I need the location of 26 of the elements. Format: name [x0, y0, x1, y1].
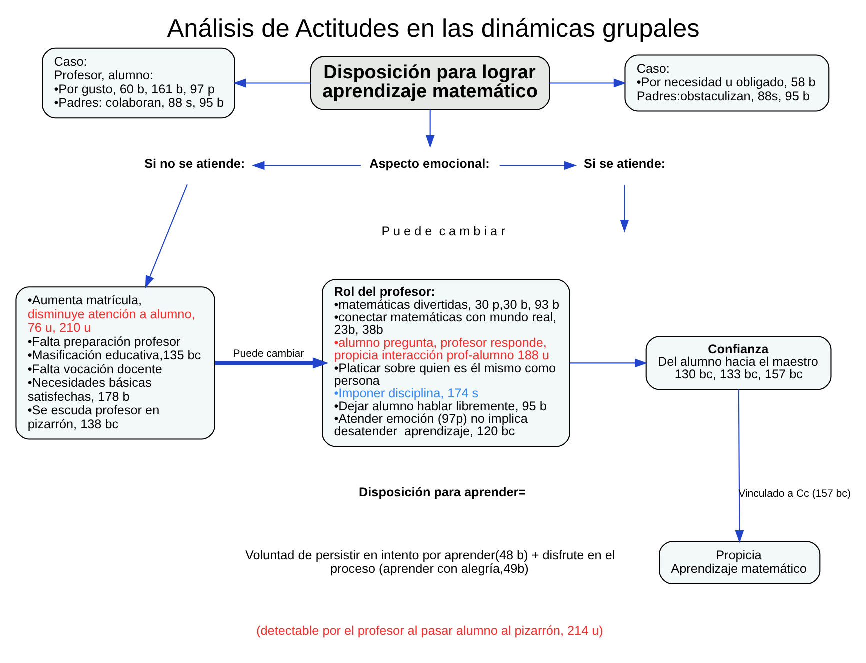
node-box: Disposición para lograr aprendizaje matemático [310, 56, 550, 110]
node-box: Rol del profesor: •matemáticas divertidas, 30 p,30 b, 93 b •conectar matemáticas con mundo real, 23b, 38b •alumno pregunta, profesor responde, propicia interacción prof-alumno 188 u •Platicar sobre quien es él mismo como persona •Imponer disciplina, 174 s •Dejar alumno hablar libremente, 95 b •Atender emoción (97p) no implica desatender aprendizaje, 120 bc [322, 279, 570, 448]
arrow [144, 184, 188, 289]
arrow [569, 358, 648, 368]
node-box: Caso: •Por necesidad u obligado, 58 b Padres:obstaculizan, 88s, 95 b [624, 54, 830, 112]
label: Disposición para aprender= [358, 485, 526, 500]
label: (detectable por el profesor al pasar alumno al pizarrón, 214 u) [256, 624, 603, 638]
node-box: Propicia Aprendizaje matemático [658, 541, 820, 584]
edge-label: Puede cambiar [232, 348, 304, 360]
diagram-title: Análisis de Actitudes en las dinámicas grupales [166, 14, 700, 43]
arrow [232, 78, 310, 88]
arrow [425, 110, 434, 148]
node-box: Caso: Profesor, alumno: •Por gusto, 60 b, 161 b, 97 p •Padres: colaboran, 88 s, 95 b [42, 48, 235, 119]
arrow [214, 358, 328, 369]
arrow [734, 390, 744, 544]
label: P u e d e c a m b i a r [381, 224, 505, 238]
arrow [252, 161, 360, 170]
arrow [499, 161, 577, 170]
node-text: Si no se atiende: [144, 156, 245, 171]
node-box: Confianza Del alumno hacia el maestro 130 bc, 133 bc, 157 bc [645, 336, 832, 390]
label: Voluntad de persistir en intento por aprender(48 b) + disfrute en el proceso (aprender con alegría,49b) [244, 548, 615, 576]
node-text: Aspecto emocional: [369, 156, 490, 171]
arrow [549, 78, 626, 88]
arrow [620, 185, 629, 233]
node-text: Si se atiende: [584, 156, 666, 171]
node-box: •Aumenta matrícula, disminuye atención a alumno, 76 u, 210 u •Falta preparación profesor •Masificación educativa,135 bc •Falta vocación docente •Necesidades básicas satisfechas, 178 b •Se escuda profesor en pizarrón, 138 bc [15, 286, 215, 440]
